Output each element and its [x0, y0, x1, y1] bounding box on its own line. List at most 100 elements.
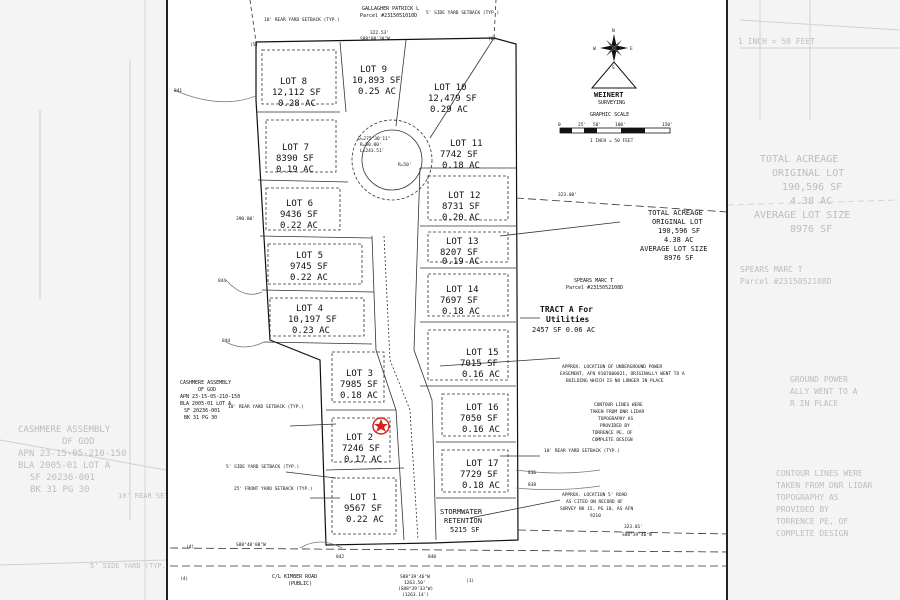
- boundary-line: [255, 37, 519, 546]
- dim-curve-delta: D=275°30'11": [358, 136, 391, 142]
- neighbor-cashmere-1: CASHMERE ASSEMBLY: [180, 380, 231, 386]
- note-rear-setback-top: 10' REAR YARD SETBACK (TYP.): [264, 17, 340, 23]
- ghost-contour-2: TAKEN FROM DNR LIDAR: [776, 481, 873, 490]
- lot-line: [259, 235, 373, 239]
- lot-8-name: LOT 8: [280, 77, 307, 87]
- neighbor-cashmere-6: BK 31 PG 30: [184, 415, 217, 421]
- lot-10[interactable]: LOT 10 12,479 SF 0.29 AC: [428, 83, 477, 115]
- contour-label-836: 836: [528, 470, 536, 476]
- ghost-cashmere-4: BLA 2005-01 LOT A: [18, 461, 111, 471]
- ghost-power-2: ALLY WENT TO A: [790, 387, 858, 396]
- contour-label-840: 840: [428, 554, 436, 560]
- lot-6-ac: 0.22 AC: [280, 221, 318, 231]
- property-marker-icon[interactable]: [372, 417, 390, 435]
- compass-e: E: [630, 46, 633, 52]
- ghost-cashmere-3: APN 23-15-05-210-150: [18, 449, 126, 459]
- lot-8-sf: 12,112 SF: [272, 88, 321, 98]
- ghost-contour-5: TORRENCE PE, OF: [776, 517, 848, 526]
- contour-label-844b: 844: [222, 338, 230, 344]
- lot-12-sf: 8731 SF: [442, 202, 480, 212]
- dim-r50: R=50': [398, 162, 412, 168]
- setback: [427, 329, 509, 381]
- offsite-line: [493, 0, 497, 39]
- ghost-contour-6: COMPLETE DESIGN: [776, 529, 848, 538]
- lot-9-sf: 10,893 SF: [352, 76, 401, 86]
- lot-5-name: LOT 5: [296, 251, 323, 261]
- scale-tick-1: 25': [578, 122, 586, 128]
- neighbor-cashmere-3: APN 23-15-05-210-150: [180, 394, 240, 400]
- lot-7[interactable]: LOT 7 8390 SF 0.19 AC: [276, 143, 314, 175]
- stormwater-retention[interactable]: STORMWATER RETENTION 5215 SF: [440, 508, 483, 534]
- offsite-line: [249, 0, 257, 43]
- stormwater-line1: STORMWATER: [440, 508, 483, 516]
- lot-2-ac: 0.17 AC: [344, 455, 382, 465]
- lot-13[interactable]: LOT 13 8207 SF 0.19 AC: [440, 237, 480, 267]
- dim-bottom-record-bearing: (S88°39'33"W): [398, 586, 433, 592]
- acreage-line2: ORIGINAL LOT: [652, 218, 703, 226]
- dim-left-390: 390.00': [236, 216, 255, 222]
- dim-323b: 323.01': [624, 524, 643, 530]
- contour-label-844a: 844: [218, 278, 226, 284]
- lot-2[interactable]: LOT 2 7246 SF 0.17 AC: [342, 433, 382, 465]
- lot-5[interactable]: LOT 5 9745 SF 0.22 AC: [290, 251, 328, 283]
- dim-bottom-bearing-2: S88°39'46"W: [400, 574, 430, 580]
- ghost-contour-3: TOPOGRAPHY AS: [776, 493, 839, 502]
- cul-de-sac: [361, 129, 423, 191]
- stormwater-line2: RETENTION: [444, 517, 482, 525]
- note-road-2: AS CITED ON RECORD OF: [566, 499, 623, 505]
- lot-4-ac: 0.23 AC: [292, 326, 330, 336]
- setback: [265, 119, 337, 173]
- acreage-summary: TOTAL ACREAGE ORIGINAL LOT 190,596 SF 4.…: [640, 209, 707, 262]
- dim-bottom-bearing: S88°40'08"W: [236, 542, 266, 548]
- leader-line: [469, 499, 561, 519]
- graphic-scale-bar: 0 25' 50' 100' 150' 1 INCH = 50 FEET: [558, 122, 673, 144]
- lot-line: [261, 289, 375, 293]
- lot-8[interactable]: LOT 8 12,112 SF 0.28 AC: [272, 77, 321, 109]
- lot-12[interactable]: LOT 12 8731 SF 0.20 AC: [442, 191, 481, 223]
- ghost-cashmere-2: OF GOD: [62, 437, 95, 447]
- ghost-scale: 1 INCH = 50 FEET: [738, 37, 815, 46]
- note-contour-5: TORRENCE PE, OF: [592, 430, 633, 436]
- corner-6: (6): [488, 36, 496, 42]
- lot-10-name: LOT 10: [434, 83, 467, 93]
- dim-top-length: 322.53': [370, 30, 389, 36]
- lot-14-sf: 7697 SF: [440, 296, 478, 306]
- lot-14[interactable]: LOT 14 7697 SF 0.18 AC: [440, 285, 480, 317]
- lot-17[interactable]: LOT 17 7729 SF 0.18 AC: [460, 459, 500, 491]
- lot-13-ac: 0.19 AC: [442, 257, 480, 267]
- ghost-acreage-5: AVERAGE LOT SIZE: [754, 210, 850, 221]
- lot-5-ac: 0.22 AC: [290, 273, 328, 283]
- tract-a[interactable]: TRACT A For Utilities 2457 SF 0.06 AC: [532, 305, 595, 334]
- acreage-line4: 4.38 AC: [664, 236, 694, 244]
- lot-13-name: LOT 13: [446, 237, 479, 247]
- lot-15[interactable]: LOT 15 7015 SF 0.16 AC: [460, 348, 500, 380]
- setback: [331, 417, 391, 463]
- corner-4b: (4): [180, 576, 188, 582]
- lot-4[interactable]: LOT 4 10,197 SF 0.23 AC: [288, 304, 337, 336]
- dim-323a: 323.00': [558, 192, 577, 198]
- lot-9-ac: 0.25 AC: [358, 87, 396, 97]
- ghost-cashmere-5: SF 20236-001: [30, 473, 95, 483]
- corner-1: (1): [466, 578, 474, 584]
- lot-3[interactable]: LOT 3 7985 SF 0.18 AC: [340, 369, 378, 401]
- lot-6[interactable]: LOT 6 9436 SF 0.22 AC: [280, 199, 318, 231]
- lot-11[interactable]: LOT 11 7742 SF 0.18 AC: [440, 139, 483, 171]
- contour-line: [225, 279, 263, 295]
- lot-9[interactable]: LOT 9 10,893 SF 0.25 AC: [352, 65, 401, 97]
- note-power-2: EASEMENT, AFN 9107000021, ORIGINALLY WEN…: [560, 371, 685, 377]
- setback: [265, 187, 341, 231]
- note-road-3: SURVEY BK 15, PG 10, AS AFN: [560, 506, 633, 512]
- lot-2-name: LOT 2: [346, 433, 373, 443]
- lot-1[interactable]: LOT 1 9567 SF 0.22 AC: [344, 493, 384, 525]
- ghost-acreage-2: ORIGINAL LOT: [772, 168, 844, 179]
- ghost-contour-1: CONTOUR LINES WERE: [776, 469, 863, 478]
- note-rear-setback-right: 10' REAR YARD SETBACK (TYP.): [544, 448, 620, 454]
- offsite-line: [517, 529, 729, 535]
- lot-16[interactable]: LOT 16 7050 SF 0.16 AC: [460, 403, 500, 435]
- lot-3-name: LOT 3: [346, 369, 373, 379]
- ghost-cashmere-1: CASHMERE ASSEMBLY: [18, 425, 111, 435]
- lot-12-name: LOT 12: [448, 191, 481, 201]
- dim-bottom-record-length: (1263.14'): [402, 592, 429, 598]
- note-contour-6: COMPLETE DESIGN: [592, 437, 633, 443]
